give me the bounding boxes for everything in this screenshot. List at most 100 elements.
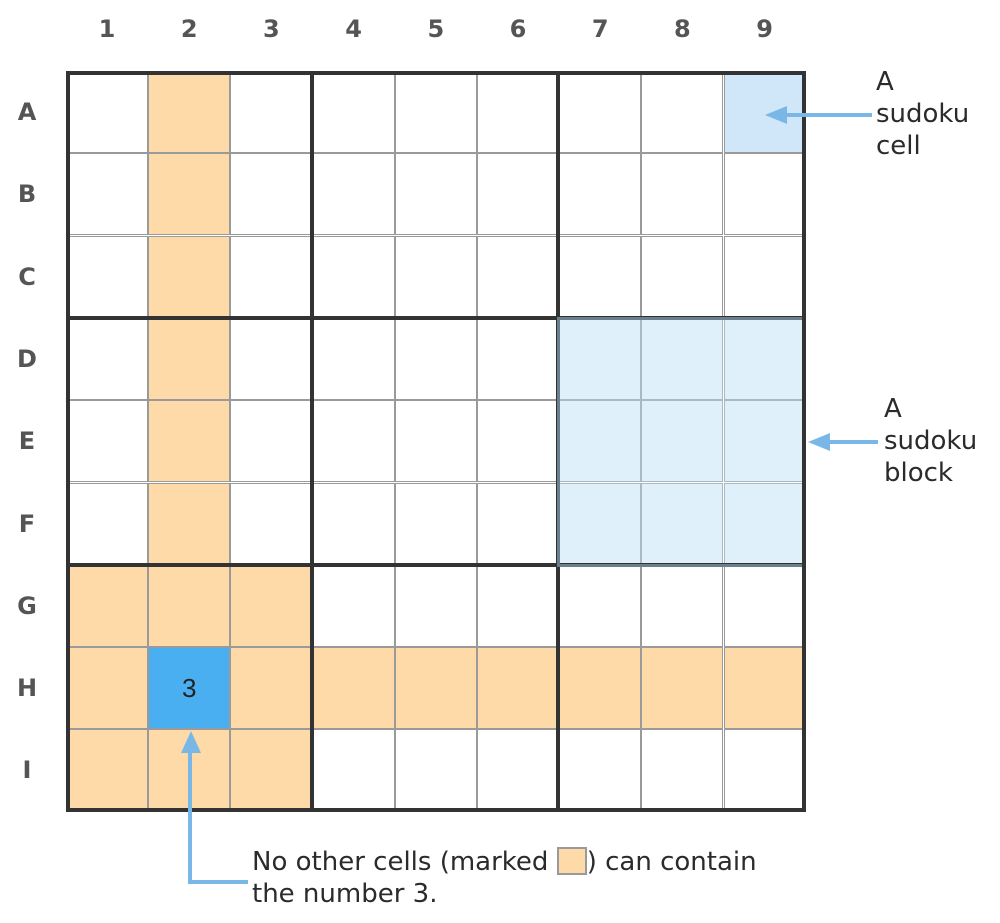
cell-A3[interactable]	[230, 71, 313, 153]
cell-E1[interactable]	[66, 400, 148, 483]
cell-G1[interactable]	[66, 564, 148, 647]
cell-I7[interactable]	[559, 729, 642, 812]
cell-H1[interactable]	[66, 647, 148, 730]
cell-D7[interactable]	[559, 317, 642, 400]
cell-E3[interactable]	[230, 400, 313, 483]
cell-F4[interactable]	[312, 482, 395, 565]
cell-I3[interactable]	[230, 729, 313, 812]
cell-G9[interactable]	[723, 564, 806, 647]
row-label-E: E	[18, 427, 36, 456]
cell-G6[interactable]	[477, 564, 559, 647]
cell-D5[interactable]	[394, 317, 477, 400]
cell-E2[interactable]	[148, 400, 231, 483]
cell-F1[interactable]	[66, 482, 148, 565]
cell-E5[interactable]	[394, 400, 477, 483]
cell-C1[interactable]	[66, 235, 148, 318]
row-label-A: A	[17, 98, 37, 126]
cell-H3[interactable]	[230, 647, 313, 730]
cell-B5[interactable]	[394, 153, 477, 236]
cell-G7[interactable]	[559, 564, 642, 647]
cell-I6[interactable]	[477, 729, 559, 812]
cell-A4[interactable]	[312, 71, 395, 153]
cell-D1[interactable]	[66, 317, 148, 400]
cell-E6[interactable]	[477, 400, 559, 483]
note-line1: No other cells (marked ) can contain	[252, 846, 757, 878]
cell-E8[interactable]	[641, 400, 724, 483]
cell-C2[interactable]	[148, 235, 231, 318]
cell-arrow-line	[780, 113, 872, 117]
row-label-G: G	[17, 591, 37, 620]
cell-B8[interactable]	[641, 153, 724, 236]
cell-arrow-head-icon	[765, 106, 787, 124]
block-divider-h2	[66, 563, 806, 567]
cell-C3[interactable]	[230, 235, 313, 318]
cell-E4[interactable]	[312, 400, 395, 483]
cell-G2[interactable]	[148, 564, 231, 647]
cell-E9[interactable]	[723, 400, 806, 483]
cell-H2[interactable]: 3	[148, 647, 231, 730]
cell-H6[interactable]	[477, 647, 559, 730]
cell-G4[interactable]	[312, 564, 395, 647]
cell-I8[interactable]	[641, 729, 724, 812]
block-divider-v2	[556, 71, 560, 812]
cell-B2[interactable]	[148, 153, 231, 236]
cell-G8[interactable]	[641, 564, 724, 647]
cell-D2[interactable]	[148, 317, 231, 400]
cell-B3[interactable]	[230, 153, 313, 236]
cell-D4[interactable]	[312, 317, 395, 400]
cell-H8[interactable]	[641, 647, 724, 730]
note-text-part1: No other cells (marked	[252, 847, 557, 877]
cell-F8[interactable]	[641, 482, 724, 565]
cell-C7[interactable]	[559, 235, 642, 318]
column-label-4: 4	[345, 15, 362, 43]
cell-B1[interactable]	[66, 153, 148, 236]
cell-F5[interactable]	[394, 482, 477, 565]
cell-G3[interactable]	[230, 564, 313, 647]
cell-F6[interactable]	[477, 482, 559, 565]
cell-F2[interactable]	[148, 482, 231, 565]
block-annotation-line2: sudoku	[884, 426, 978, 456]
cell-F7[interactable]	[559, 482, 642, 565]
column-label-7: 7	[591, 15, 609, 43]
cell-B4[interactable]	[312, 153, 395, 236]
cell-C8[interactable]	[641, 235, 724, 318]
cell-A8[interactable]	[641, 71, 724, 153]
cell-D8[interactable]	[641, 317, 724, 400]
cell-H9[interactable]	[723, 647, 806, 730]
cell-I9[interactable]	[723, 729, 806, 812]
cell-C4[interactable]	[312, 235, 395, 318]
block-arrow-line	[826, 440, 878, 444]
cell-B7[interactable]	[559, 153, 642, 236]
cell-annotation-line2: sudoku	[876, 99, 970, 129]
block-divider-v1	[310, 71, 314, 812]
cell-H7[interactable]	[559, 647, 642, 730]
cell-D9[interactable]	[723, 317, 806, 400]
cell-I5[interactable]	[394, 729, 477, 812]
cell-G5[interactable]	[394, 564, 477, 647]
cell-B9[interactable]	[723, 153, 806, 236]
row-label-C: C	[18, 262, 36, 291]
cell-B6[interactable]	[477, 153, 559, 236]
cell-F3[interactable]	[230, 482, 313, 565]
cell-I4[interactable]	[312, 729, 395, 812]
cell-annotation-line1: A	[876, 67, 894, 97]
cell-A9[interactable]	[723, 71, 806, 153]
column-label-3: 3	[263, 15, 280, 43]
cell-A7[interactable]	[559, 71, 642, 153]
cell-A6[interactable]	[477, 71, 559, 153]
cell-D6[interactable]	[477, 317, 559, 400]
cell-E7[interactable]	[559, 400, 642, 483]
cell-H4[interactable]	[312, 647, 395, 730]
cell-H5[interactable]	[394, 647, 477, 730]
cell-A2[interactable]	[148, 71, 231, 153]
cell-F9[interactable]	[723, 482, 806, 565]
cell-C9[interactable]	[723, 235, 806, 318]
cell-A5[interactable]	[394, 71, 477, 153]
cell-C5[interactable]	[394, 235, 477, 318]
cell-D3[interactable]	[230, 317, 313, 400]
cell-A1[interactable]	[66, 71, 148, 153]
block-annotation: A sudoku block	[884, 393, 977, 489]
cell-I1[interactable]	[66, 729, 148, 812]
note-text-part2: ) can contain	[586, 847, 757, 877]
cell-C6[interactable]	[477, 235, 559, 318]
